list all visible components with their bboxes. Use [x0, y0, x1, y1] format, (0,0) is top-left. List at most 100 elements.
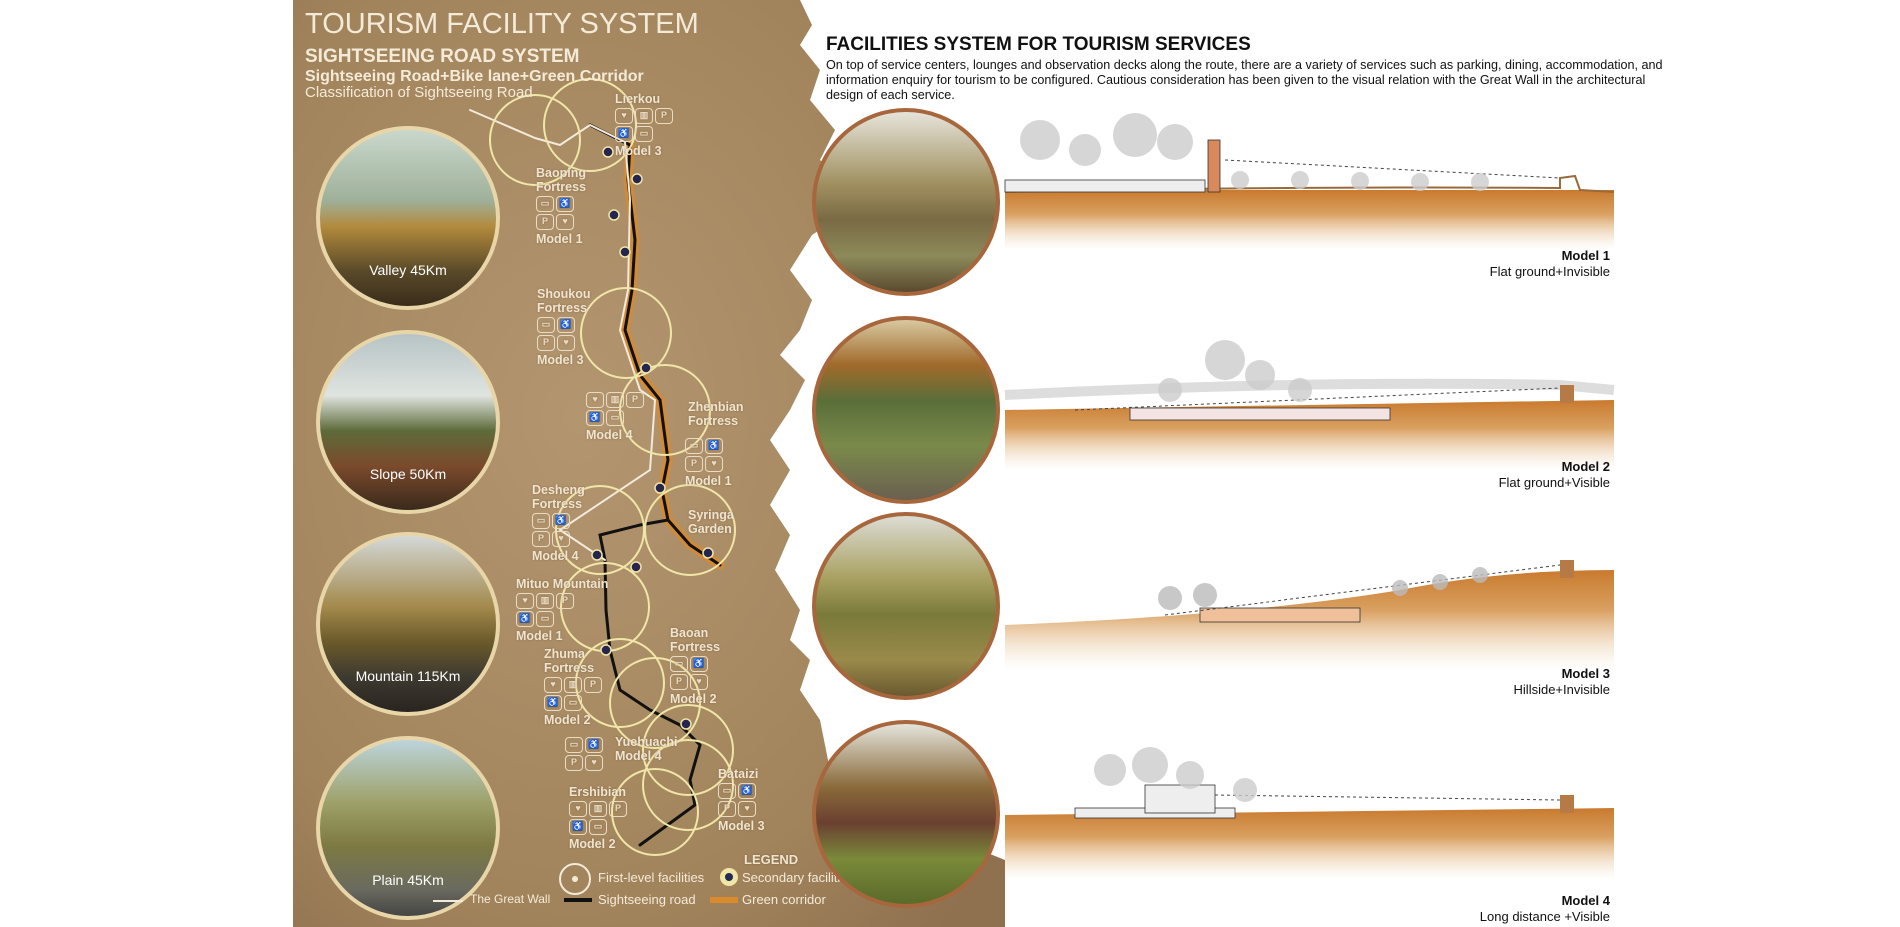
- classification-heading: Classification of Sightseeing Road: [305, 84, 533, 101]
- section-model-1: [1004, 113, 1615, 250]
- first-level-legend-icon: [559, 863, 591, 895]
- legend-road: Sightseeing road: [598, 892, 696, 907]
- p-icon: P: [537, 335, 555, 351]
- legend-secondary: Secondary facilities: [742, 870, 854, 885]
- bus-icon: ▭: [685, 438, 703, 454]
- secondary-legend-icon: [720, 868, 738, 886]
- road-type-plain: Plain 45Km: [316, 736, 500, 920]
- model-name: Model 3: [1561, 666, 1610, 681]
- model-name: Model 4: [1561, 893, 1610, 908]
- wc-icon: ♿: [586, 410, 604, 426]
- store-icon: ▥: [564, 677, 582, 693]
- place-model: Model 3: [537, 353, 584, 367]
- bus-icon: ▭: [532, 513, 550, 529]
- wc-icon: ♿: [556, 196, 574, 212]
- place-name: Garden: [688, 522, 732, 536]
- road-type-slope: Slope 50Km: [316, 330, 500, 514]
- p-icon: P: [718, 801, 736, 817]
- facility-icons: ♥▥P♿▭: [516, 593, 578, 627]
- bus-icon: ▭: [536, 611, 554, 627]
- place-name: Fortress: [688, 414, 739, 428]
- section-model-2: [1004, 340, 1615, 470]
- facilities-title: FACILITIES SYSTEM FOR TOURISM SERVICES: [826, 34, 1251, 55]
- wc-icon: ♿: [557, 317, 575, 333]
- model-desc: Flat ground+Visible: [1498, 475, 1610, 490]
- great-wall-legend-line: [433, 900, 463, 902]
- map-place: Mituo Mountain♥▥P♿▭Model 1: [516, 577, 608, 643]
- place-name: Fortress: [532, 497, 583, 511]
- place-model: Model 2: [670, 692, 717, 706]
- facility-icons: ♥▥P♿▭: [586, 392, 648, 426]
- heart-icon: ♥: [705, 456, 723, 472]
- wc-icon: ♿: [569, 819, 587, 835]
- p-icon: P: [626, 392, 644, 408]
- legend-first-level: First-level facilities: [598, 870, 705, 885]
- place-model: Model 4: [532, 549, 579, 563]
- heart-icon: ♥: [586, 392, 604, 408]
- p-icon: P: [685, 456, 703, 472]
- poster-title: TOURISM FACILITY SYSTEM: [305, 8, 699, 40]
- p-icon: P: [670, 674, 688, 690]
- p-icon: P: [609, 801, 627, 817]
- facilities-description: On top of service centers, lounges and o…: [826, 58, 1663, 102]
- model-4-rendering: [812, 720, 1000, 908]
- place-name: Lierkou: [615, 92, 661, 106]
- heart-icon: ♥: [738, 801, 756, 817]
- model-desc: Long distance +Visible: [1479, 909, 1610, 924]
- map-place: ♥▥P♿▭Model 4: [586, 390, 648, 442]
- facility-icons: ▭♿P♥: [565, 737, 611, 771]
- place-name: Yuehuachi: [615, 735, 678, 749]
- wc-icon: ♿: [552, 513, 570, 529]
- heart-icon: ♥: [615, 108, 633, 124]
- heart-icon: ♥: [585, 755, 603, 771]
- heart-icon: ♥: [690, 674, 708, 690]
- heart-icon: ♥: [544, 677, 562, 693]
- place-name: Fortress: [536, 180, 587, 194]
- wc-icon: ♿: [544, 695, 562, 711]
- wc-icon: ♿: [690, 656, 708, 672]
- facility-icons: ▭♿P♥: [532, 513, 578, 547]
- bus-icon: ▭: [537, 317, 555, 333]
- facility-icons: ▭♿P♥: [670, 656, 716, 690]
- corridor-legend-line: [710, 897, 738, 903]
- place-name: Zhuma: [544, 647, 585, 661]
- road-type-valley: Valley 45Km: [316, 126, 500, 310]
- place-name: Fortress: [537, 301, 588, 315]
- road-legend-line: [564, 898, 592, 902]
- facility-icons: ♥▥P ♿▭: [544, 677, 606, 711]
- place-model: Model 2: [569, 837, 616, 851]
- place-name: Desheng: [532, 483, 585, 497]
- road-type-label: Slope 50Km: [369, 466, 447, 482]
- bus-icon: ▭: [564, 695, 582, 711]
- bus-icon: ▭: [670, 656, 688, 672]
- place-name: Baoping: [536, 166, 586, 180]
- road-type-label: Mountain 115Km: [355, 668, 461, 684]
- model-3-rendering: [812, 512, 1000, 700]
- model-desc: Flat ground+Invisible: [1489, 264, 1610, 279]
- road-type-label: Valley 45Km: [369, 262, 447, 278]
- heart-icon: ♥: [516, 593, 534, 609]
- store-icon: ▥: [589, 801, 607, 817]
- model-1-rendering: [812, 108, 1000, 296]
- heart-icon: ♥: [557, 335, 575, 351]
- place-model: Model 1: [685, 474, 732, 488]
- place-model: Model 1: [536, 232, 583, 246]
- section-subtitle: SIGHTSEEING ROAD SYSTEM: [305, 46, 580, 67]
- model-name: Model 2: [1561, 459, 1610, 474]
- place-model: Model 3: [718, 819, 765, 833]
- wc-icon: ♿: [738, 783, 756, 799]
- road-type-label: Plain 45Km: [372, 872, 444, 888]
- bus-icon: ▭: [606, 410, 624, 426]
- map-place: ▭♿P♥Model 1: [685, 436, 732, 488]
- road-composition: Sightseeing Road+Bike lane+Green Corrido…: [305, 68, 644, 85]
- bus-icon: ▭: [718, 783, 736, 799]
- p-icon: P: [584, 677, 602, 693]
- facility-icons: ♥▥P♿▭: [615, 108, 677, 142]
